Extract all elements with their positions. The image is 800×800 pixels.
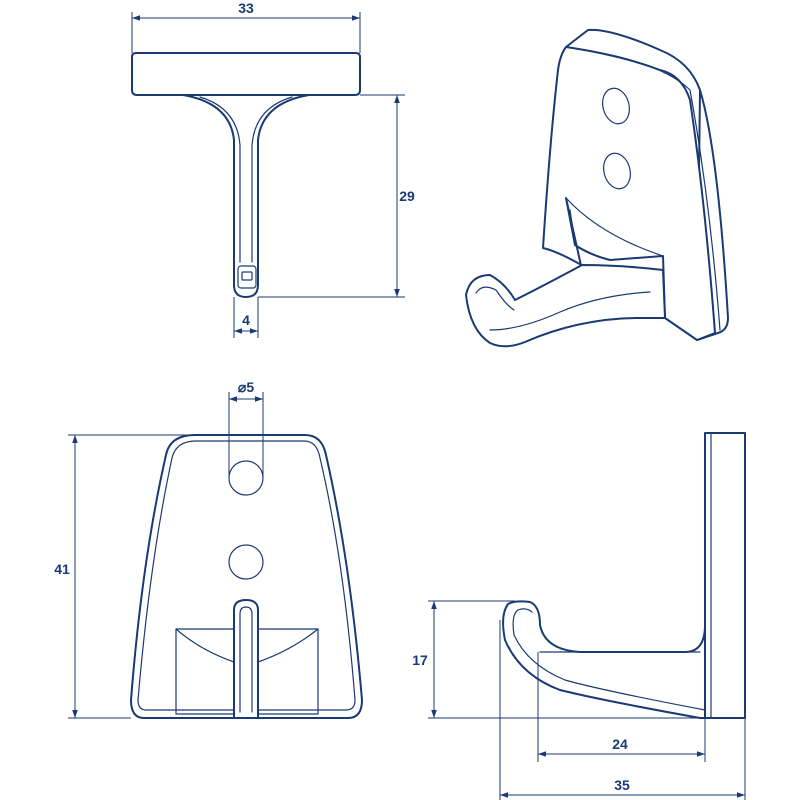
- top-view-slot-mark: [241, 271, 253, 281]
- dimension-label-top-height: 29: [399, 188, 415, 204]
- front-view-plate: [130, 434, 363, 719]
- front-view-mount-hole-lower: [228, 544, 264, 580]
- front-view-hook-stem: [233, 599, 259, 719]
- iso-gusset-inner: [565, 197, 664, 257]
- dimension-label-top-stem: 4: [242, 312, 250, 328]
- front-view-hook-stem-inner: [239, 606, 253, 713]
- top-view: 33 29 4: [131, 0, 415, 338]
- iso-hook-arm-edge: [489, 291, 651, 331]
- dimension-label-hole-diameter: ⌀5: [238, 379, 254, 395]
- dimension-label-side-hook-depth: 24: [612, 736, 628, 752]
- front-view: ⌀5 41: [54, 379, 363, 719]
- side-view: 17 24 35: [412, 432, 746, 800]
- side-view-back-plate: [704, 432, 746, 719]
- side-view-hook: [502, 600, 706, 719]
- iso-mount-hole-lower: [603, 152, 631, 190]
- dimension-label-side-hook-height: 17: [412, 652, 428, 668]
- isometric-view: [465, 28, 729, 348]
- front-view-plate-inner-edge: [137, 440, 356, 711]
- iso-mount-hole-upper: [602, 87, 630, 125]
- dimension-label-front-height: 41: [54, 561, 70, 577]
- front-view-gusset-right: [257, 628, 319, 663]
- top-view-stem: [182, 94, 310, 298]
- dimension-label-side-total-depth: 35: [614, 777, 630, 793]
- iso-hook-tip-inner: [475, 286, 515, 311]
- top-view-stem-slot: [237, 265, 257, 289]
- iso-hook-arm: [465, 264, 666, 348]
- top-view-stem-inner: [199, 96, 293, 263]
- front-view-gusset-left: [175, 628, 235, 663]
- iso-plate-edge: [565, 46, 721, 331]
- side-view-hook-inner: [512, 608, 706, 711]
- dimension-label-top-width: 33: [238, 0, 254, 16]
- top-view-base-plate: [131, 52, 361, 96]
